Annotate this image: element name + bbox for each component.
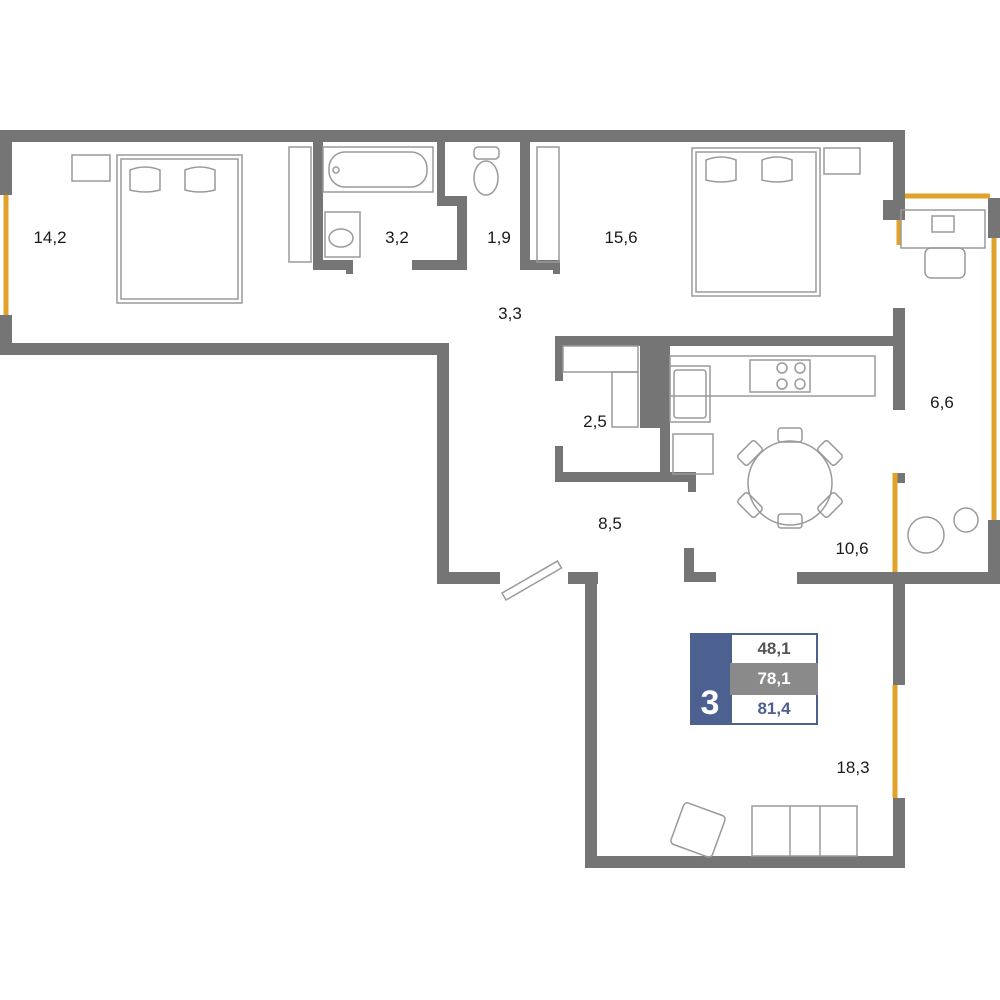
room-area-living: 18,3 [836, 758, 870, 777]
rooms-count-badge: 3 [690, 633, 730, 725]
room-area-corridor: 3,3 [498, 304, 522, 323]
living-area-value: 48,1 [730, 633, 818, 663]
room-area-bedroom-left: 14,2 [33, 228, 67, 247]
windows [3, 193, 997, 798]
area-summary: 3 48,1 78,1 81,4 [690, 633, 818, 725]
room-area-balcony: 6,6 [930, 393, 954, 412]
room-area-bathroom: 3,2 [385, 228, 409, 247]
walls [0, 130, 1000, 868]
room-area-closet: 2,5 [583, 412, 607, 431]
room-area-kitchen: 10,6 [835, 539, 869, 558]
total-area-value: 78,1 [730, 663, 818, 695]
room-area-bedroom-right: 15,6 [604, 228, 638, 247]
room-area-hall: 8,5 [598, 514, 622, 533]
room-area-toilet: 1,9 [487, 228, 511, 247]
furniture [71, 146, 986, 858]
total-with-balcony-value: 81,4 [730, 695, 818, 725]
